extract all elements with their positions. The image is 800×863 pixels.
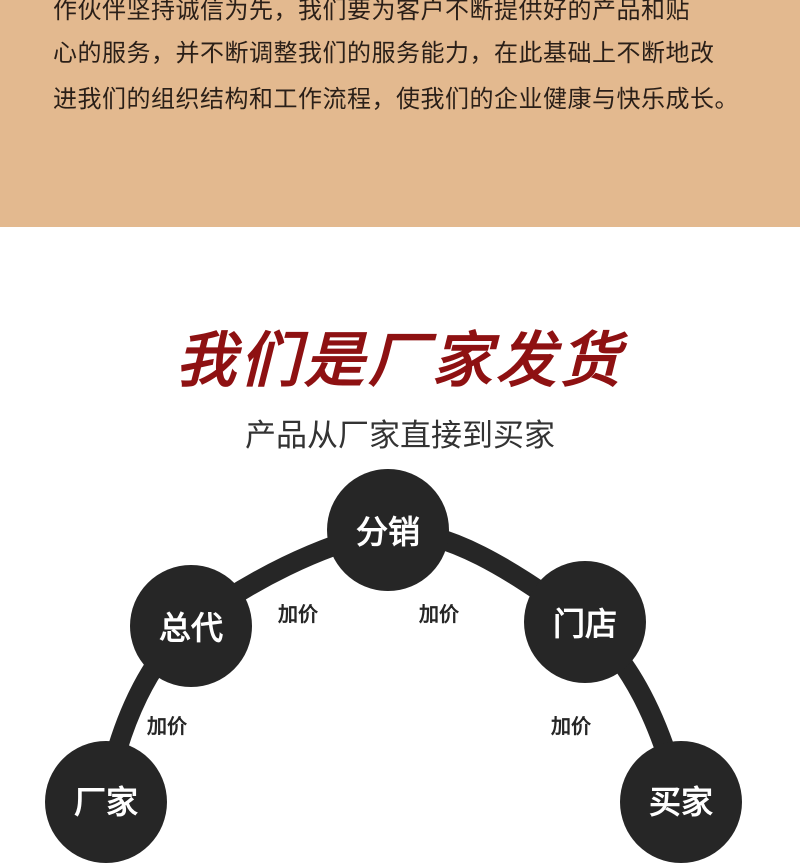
node-manufacturer: 厂家	[45, 741, 167, 863]
node-distribution: 分销	[327, 469, 449, 591]
markup-label: 加价	[278, 602, 318, 626]
supply-chain-arc	[96, 519, 689, 793]
markup-label: 加价	[551, 714, 591, 738]
intro-section: 作伙伴坚持诚信为先，我们要为客户不断提供好的产品和贴 心的服务，并不断调整我们的…	[0, 0, 800, 227]
markup-label: 加价	[147, 714, 187, 738]
intro-line: 进我们的组织结构和工作流程，使我们的企业健康与快乐成长。	[53, 85, 739, 113]
intro-line: 作伙伴坚持诚信为先，我们要为客户不断提供好的产品和贴	[53, 0, 690, 24]
node-label: 厂家	[73, 783, 138, 821]
markup-label: 加价	[419, 602, 459, 626]
node-label: 买家	[648, 783, 713, 821]
page-title: 我们是厂家发货	[176, 326, 624, 396]
node-general-agent: 总代	[130, 565, 252, 687]
page-subtitle: 产品从厂家直接到买家	[245, 418, 555, 454]
node-buyer: 买家	[620, 741, 742, 863]
intro-line: 心的服务，并不断调整我们的服务能力，在此基础上不断地改	[53, 39, 715, 67]
node-store: 门店	[524, 561, 646, 683]
